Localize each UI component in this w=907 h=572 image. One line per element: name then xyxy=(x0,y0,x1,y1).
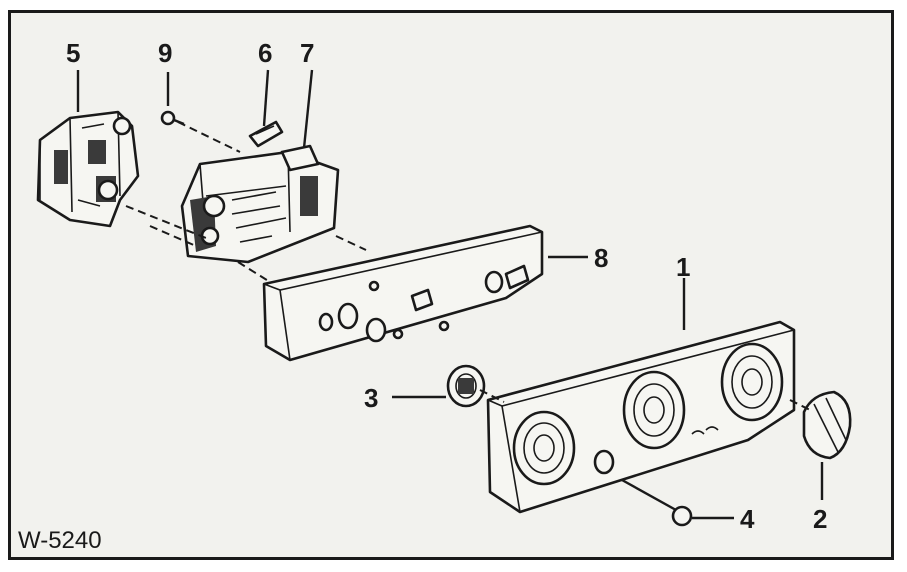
callout-3: 3 xyxy=(364,383,378,413)
callout-1: 1 xyxy=(676,252,690,282)
part-5-switch-block xyxy=(36,110,140,228)
part-8-rear-panel xyxy=(262,224,544,362)
callout-5: 5 xyxy=(66,38,80,68)
alignment-lines xyxy=(125,121,811,411)
leader-lines xyxy=(76,69,824,520)
figure-code: W-5240 xyxy=(18,527,102,554)
callout-8: 8 xyxy=(594,243,608,273)
part-7-control-bracket xyxy=(180,144,340,264)
callout-7: 7 xyxy=(300,38,314,68)
part-3-small-knob xyxy=(446,364,486,408)
callout-4: 4 xyxy=(740,504,755,534)
part-4-screw xyxy=(621,478,693,527)
callout-6: 6 xyxy=(258,38,272,68)
callout-9: 9 xyxy=(158,38,172,68)
part-2-rotary-knob xyxy=(802,390,852,460)
part-1-front-panel xyxy=(486,320,796,514)
part-6-cable-clip xyxy=(248,120,284,148)
callout-2: 2 xyxy=(813,504,827,534)
